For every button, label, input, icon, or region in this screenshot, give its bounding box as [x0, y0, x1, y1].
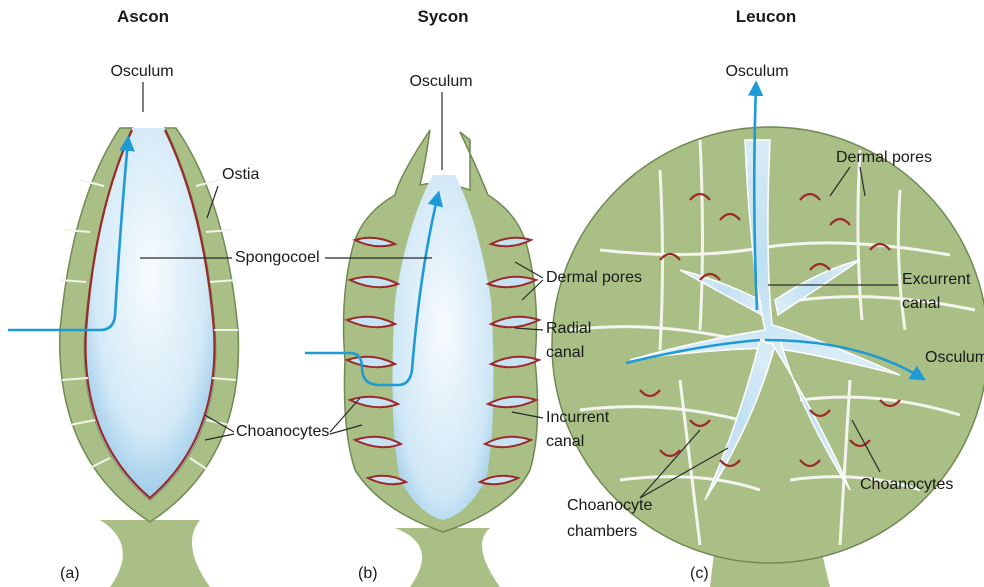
label-ascon-osculum: Osculum — [110, 63, 173, 80]
panel-sycon: Sycon — [305, 7, 539, 587]
panel-title-sycon: Sycon — [417, 7, 468, 26]
panel-ascon: Ascon — [8, 7, 238, 587]
label-incurrent-canal-line2: canal — [546, 433, 584, 450]
label-leucon-choanocytes: Choanocytes — [860, 476, 953, 493]
panel-title-leucon: Leucon — [736, 7, 796, 26]
label-excurrent-canal-line1: Excurrent — [902, 271, 971, 288]
label-incurrent-canal-line1: Incurrent — [546, 409, 610, 426]
panel-letter-a: (a) — [60, 565, 80, 582]
label-spongocoel: Spongocoel — [235, 249, 320, 266]
label-leucon-osculum-side: Osculum — [925, 349, 984, 366]
label-sycon-osculum: Osculum — [409, 73, 472, 90]
panel-letter-b: (b) — [358, 565, 378, 582]
ascon-stalk — [100, 520, 210, 587]
panel-title-ascon: Ascon — [117, 7, 169, 26]
label-sycon-dermal-pores: Dermal pores — [546, 269, 642, 286]
label-leucon-osculum-top: Osculum — [725, 63, 788, 80]
label-choanocyte-chambers-line1: Choanocyte — [567, 497, 652, 514]
label-radial-canal-line1: Radial — [546, 320, 591, 337]
label-choanocytes-center: Choanocytes — [236, 423, 329, 440]
label-choanocyte-chambers-line2: chambers — [567, 523, 637, 540]
label-leucon-dermal-pores: Dermal pores — [836, 149, 932, 166]
label-ascon-ostia: Ostia — [222, 166, 259, 183]
label-radial-canal-line2: canal — [546, 344, 584, 361]
sycon-stalk — [395, 528, 500, 587]
label-excurrent-canal-line2: canal — [902, 295, 940, 312]
panel-letter-c: (c) — [690, 565, 709, 582]
